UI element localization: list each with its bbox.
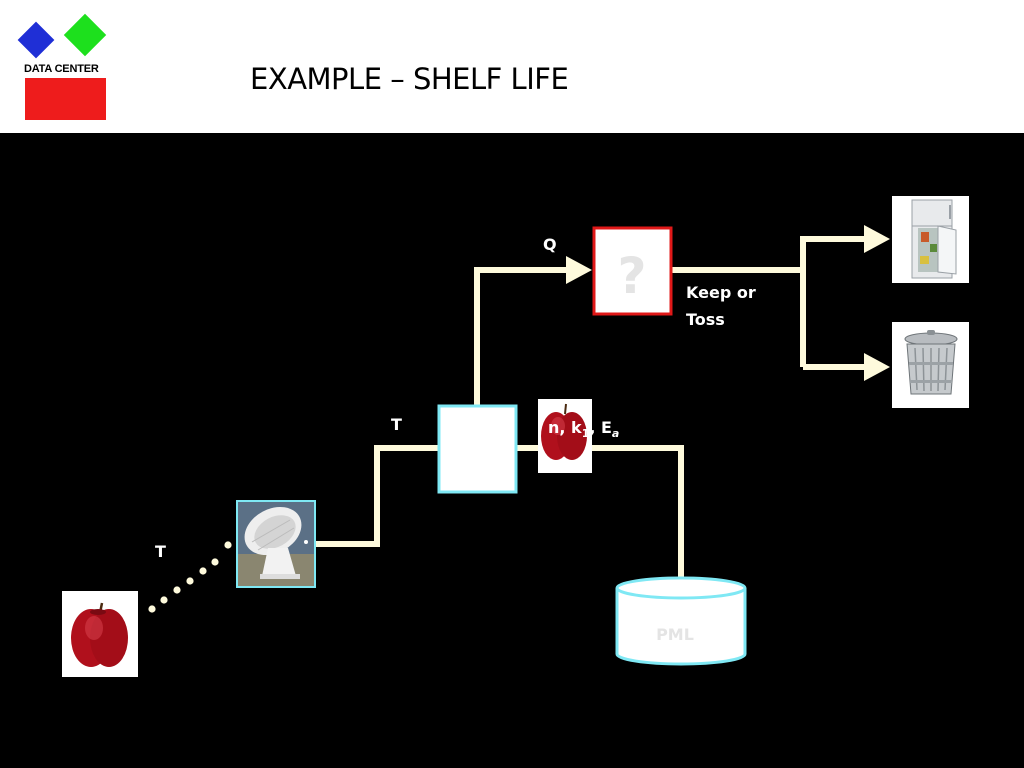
trash-card	[892, 322, 969, 408]
satellite-sensor-box	[236, 500, 316, 588]
decision-question-mark: ?	[617, 247, 646, 305]
param-sub-1: 1	[582, 427, 590, 440]
apple-icon	[71, 602, 128, 667]
header-bar: DATA CENTER EXAMPLE – SHELF LIFE	[0, 0, 1024, 133]
database-cylinder-icon	[615, 576, 747, 666]
slide-title: EXAMPLE – SHELF LIFE	[250, 62, 569, 96]
apple-card	[62, 591, 138, 677]
split-to-fridge-connector	[800, 236, 866, 367]
keep-or-toss-label-line2: Toss	[686, 310, 725, 329]
arrow-to-fridge	[864, 225, 890, 253]
arrow-to-trash	[864, 353, 890, 381]
satellite-dish-icon	[244, 507, 308, 579]
sensor-to-processor-connector	[316, 445, 440, 547]
apple-sensor-dotted-link	[148, 541, 232, 613]
param-sub-a: a	[612, 427, 619, 440]
database-label: PML	[656, 625, 694, 644]
param-n-k: n, k	[548, 418, 582, 437]
sensor-apple-temperature-label: T	[155, 542, 166, 561]
apple-parameter-card	[538, 399, 592, 473]
sensor-processor-temperature-label: T	[391, 415, 402, 434]
decision-quality-label: Q	[543, 235, 557, 254]
arrow-to-decision	[566, 256, 592, 284]
apple-parameters-label: n, k1, Ea	[548, 418, 619, 440]
apple-icon	[541, 403, 587, 460]
logo-text: DATA CENTER	[24, 63, 99, 75]
keep-or-toss-label-line1: Keep or	[686, 283, 756, 302]
processor-box	[437, 404, 518, 494]
trash-can-icon	[904, 330, 958, 395]
param-comma-e: , E	[589, 418, 612, 437]
logo-red-block	[25, 78, 106, 120]
decision-box	[592, 226, 673, 316]
refrigerator-card	[892, 196, 969, 283]
data-center-logo: DATA CENTER	[17, 12, 114, 124]
refrigerator-icon	[911, 199, 957, 279]
processor-to-decision-connector	[474, 267, 568, 406]
